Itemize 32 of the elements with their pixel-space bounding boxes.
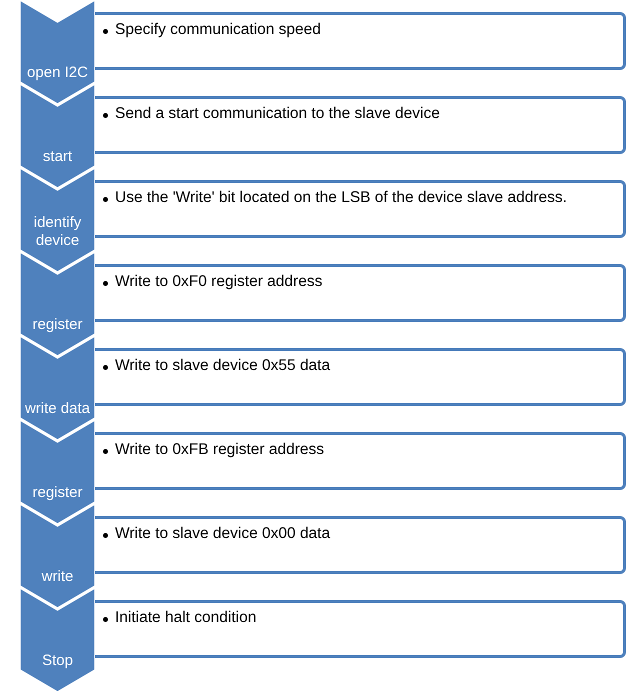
step-label: start — [42, 148, 72, 166]
step-label: identify device — [32, 214, 82, 250]
step-description-card — [95, 348, 626, 406]
step-description: Write to slave device 0x00 data — [115, 525, 332, 544]
step-description: Use the 'Write' bit located on the LSB of the device slave address. — [115, 189, 568, 208]
step-description-card — [95, 180, 626, 238]
step-description: Write to 0xFB register address — [115, 441, 326, 460]
step-description: Initiate halt condition — [115, 609, 258, 628]
chevron-step — [20, 168, 95, 272]
chevron-step — [20, 588, 95, 692]
step-label: write data — [24, 400, 90, 418]
step-description: Send a start communication to the slave device — [115, 105, 441, 124]
step-description-card — [95, 96, 626, 154]
step-description-card — [95, 432, 626, 490]
step-description-card — [95, 264, 626, 322]
step-description: Write to slave device 0x55 data — [115, 357, 332, 376]
chevron-step — [20, 84, 95, 188]
chevron-step — [20, 420, 95, 524]
step-description-card — [95, 12, 626, 70]
step-description-card — [95, 516, 626, 574]
step-label: open I2C — [27, 64, 88, 82]
step-description-card — [95, 600, 626, 658]
chevron-step — [20, 504, 95, 608]
step-description: Specify communication speed — [115, 21, 322, 40]
step-label: register — [32, 484, 83, 502]
step-label: Stop — [42, 652, 73, 670]
chevron-step — [20, 336, 95, 440]
chevron-step — [20, 252, 95, 356]
step-label: write — [42, 568, 74, 586]
chevron-step — [20, 0, 95, 104]
step-label: register — [32, 316, 83, 334]
step-description: Write to 0xF0 register address — [115, 273, 324, 292]
